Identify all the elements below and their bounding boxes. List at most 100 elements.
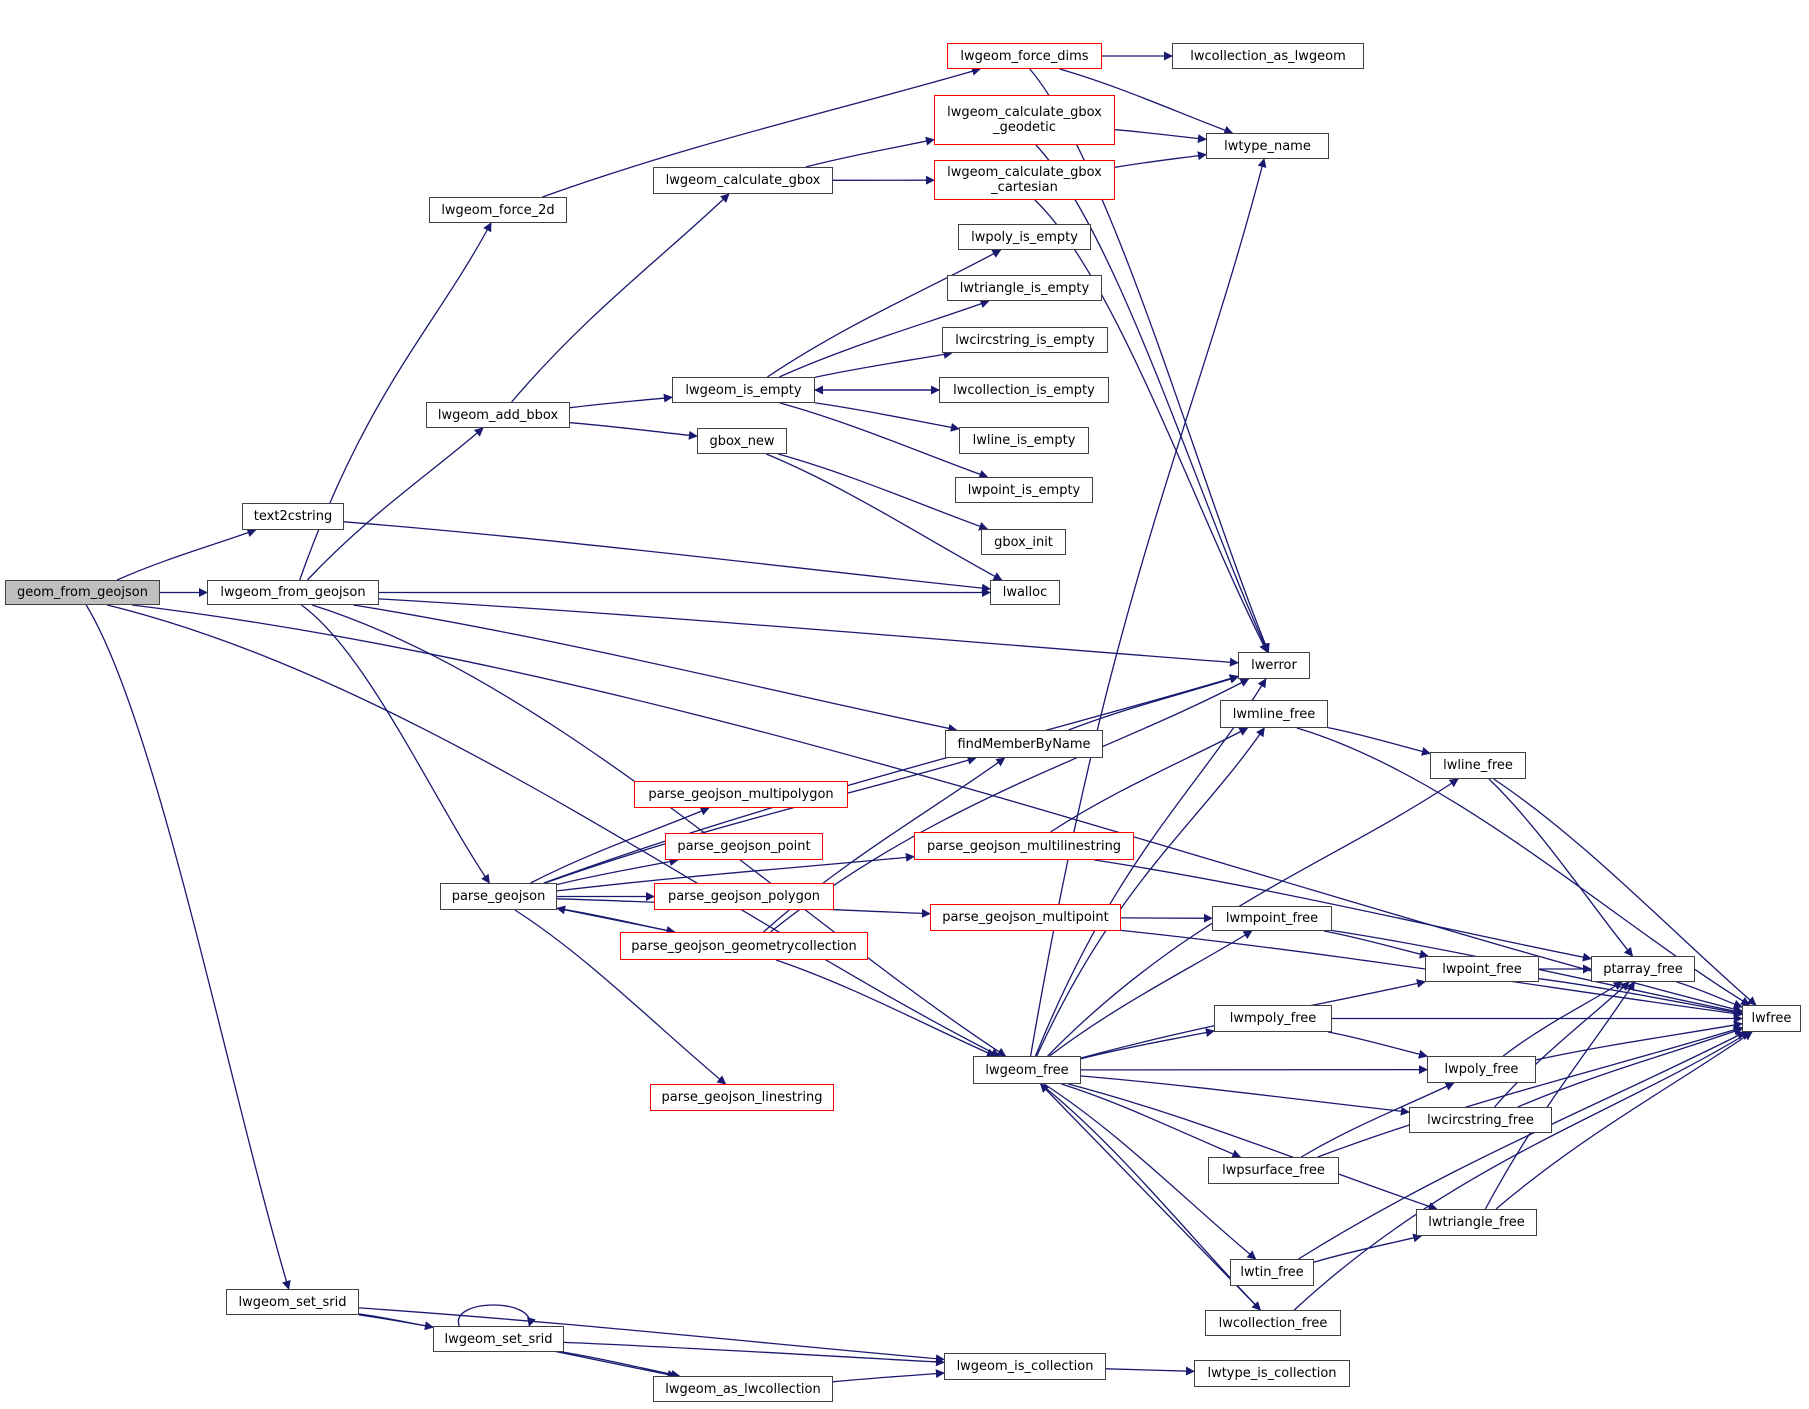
edge-gbox-new-to-lwalloc (766, 453, 1003, 581)
edge-lwgeom-calculate-gbox-geodetic-to-lwtype-name (1114, 129, 1207, 144)
node-ptarray-free[interactable]: ptarray_free (1591, 956, 1695, 982)
node-lwgeom-free[interactable]: lwgeom_free (973, 1056, 1081, 1084)
edge-parse-geojson-to-parse-geojson-multilinestring (556, 852, 915, 892)
edge-geom-from-geojson-to-lwgeom-set-srid (85, 604, 291, 1290)
node-lwmpoint-free[interactable]: lwmpoint_free (1212, 906, 1332, 931)
node-lwgeom-calculate-gbox-geodetic[interactable]: lwgeom_calculate_gbox _geodetic (934, 95, 1115, 145)
edge-lwgeom-from-geojson-to-findMemberByName (353, 604, 958, 733)
edge-lwpoly-free-to-lwfree (1535, 1020, 1743, 1061)
node-text2cstring[interactable]: text2cstring (242, 503, 344, 530)
edge-lwpoint-free-to-lwfree (1538, 978, 1743, 1017)
edge-lwgeom-set-srid-to-lwgeom-is-collection (358, 1307, 945, 1364)
node-lwpoly-is-empty[interactable]: lwpoly_is_empty (958, 224, 1091, 250)
node-lwgeom-calculate-gbox[interactable]: lwgeom_calculate_gbox (653, 167, 833, 194)
edge-geom-from-geojson-to-lwfree (132, 604, 1743, 1014)
edge-lwmpoint-free-to-lwfree (1331, 929, 1743, 1016)
edge-lwgeom-free-to-lwtype-name (1029, 158, 1267, 1057)
node-lwtriangle-free[interactable]: lwtriangle_free (1416, 1209, 1537, 1236)
edge-lwpsurface-free-to-lwfree (1317, 1025, 1743, 1158)
node-gbox-new[interactable]: gbox_new (697, 428, 787, 454)
node-lwcircstring-is-empty[interactable]: lwcircstring_is_empty (942, 327, 1108, 353)
node-parse-geojson-linestring[interactable]: parse_geojson_linestring (650, 1084, 834, 1111)
node-lwpoint-free[interactable]: lwpoint_free (1425, 956, 1539, 982)
edge-geom-from-geojson-to-lwgeom-free (107, 604, 1001, 1057)
edge-text2cstring-to-lwalloc (343, 521, 991, 593)
node-geom-from-geojson: geom_from_geojson (5, 580, 160, 605)
node-lwpsurface-free[interactable]: lwpsurface_free (1208, 1157, 1339, 1184)
edge-lwgeom-calculate-gbox-cartesian-to-lwerror (1034, 199, 1268, 653)
edge-parse-geojson-to-lwerror (543, 674, 1239, 884)
edge-lwgeom-from-geojson-to-lwerror (378, 598, 1239, 667)
node-lwtype-is-collection[interactable]: lwtype_is_collection (1194, 1360, 1350, 1387)
edge-parse-geojson-geometrycollection-to-lwerror (770, 678, 1250, 933)
node-parse-geojson-point[interactable]: parse_geojson_point (665, 833, 823, 860)
edge-lwgeom-free-to-lwtriangle-free (1068, 1083, 1438, 1211)
edge-lwmline-free-to-lwline-free (1327, 726, 1431, 756)
node-lwline-is-empty[interactable]: lwline_is_empty (959, 427, 1089, 454)
edge-lwgeom-force-2d-to-lwgeom-force-dims (542, 66, 981, 198)
edge-lwgeom-is-collection-to-lwtype-is-collection (1105, 1366, 1195, 1376)
node-lwtin-free[interactable]: lwtin_free (1230, 1259, 1314, 1286)
node-lwalloc[interactable]: lwalloc (990, 580, 1060, 605)
edge-lwmpoint-free-to-lwpoint-free (1323, 930, 1429, 959)
edge-gbox-new-to-gbox-init (778, 453, 989, 531)
node-lwtype-name[interactable]: lwtype_name (1206, 133, 1329, 159)
node-lwgeom-set-srid-2[interactable]: lwgeom_set_srid (433, 1326, 564, 1352)
edge-ptarray-free-to-lwfree (1676, 981, 1743, 1009)
edge-findMemberByName-to-lwerror (1068, 674, 1239, 731)
node-gbox-init[interactable]: gbox_init (981, 529, 1066, 555)
node-lwpoly-free[interactable]: lwpoly_free (1427, 1056, 1536, 1083)
edge-lwgeom-free-to-lwmpoly-free (1080, 1028, 1215, 1060)
edge-lwgeom-from-geojson-to-lwgeom-add-bbox (306, 427, 484, 581)
node-lwcollection-free[interactable]: lwcollection_free (1205, 1310, 1341, 1336)
edge-lwgeom-add-bbox-to-gbox-new (569, 422, 698, 440)
node-lwtriangle-is-empty[interactable]: lwtriangle_is_empty (947, 275, 1102, 301)
edge-lwgeom-free-to-lwpsurface-free (1061, 1083, 1242, 1159)
node-lwcircstring-free[interactable]: lwcircstring_free (1409, 1107, 1552, 1133)
node-parse-geojson-multipolygon[interactable]: parse_geojson_multipolygon (634, 781, 848, 808)
node-lwgeom-is-empty[interactable]: lwgeom_is_empty (672, 377, 815, 403)
edge-lwgeom-is-empty-to-lwpoint-is-empty (779, 402, 989, 479)
node-lwgeom-force-dims[interactable]: lwgeom_force_dims (947, 43, 1102, 69)
node-lwgeom-from-geojson[interactable]: lwgeom_from_geojson (207, 580, 379, 605)
node-lwgeom-as-lwcollection[interactable]: lwgeom_as_lwcollection (653, 1376, 833, 1402)
node-findMemberByName[interactable]: findMemberByName (945, 730, 1103, 758)
edge-lwpoly-free-to-ptarray-free (1502, 981, 1623, 1057)
edge-lwtin-free-to-lwfree (1298, 1031, 1746, 1260)
edge-parse-geojson-to-parse-geojson-multipolygon (530, 806, 710, 884)
node-lwfree[interactable]: lwfree (1742, 1005, 1801, 1032)
node-lwgeom-is-collection[interactable]: lwgeom_is_collection (944, 1353, 1106, 1380)
node-parse-geojson-multipoint[interactable]: parse_geojson_multipoint (930, 904, 1121, 931)
node-parse-geojson-polygon[interactable]: parse_geojson_polygon (654, 883, 834, 910)
edge-lwgeom-from-geojson-to-lwgeom-free (312, 604, 1007, 1057)
edge-lwgeom-is-empty-to-lwcircstring-is-empty (814, 349, 953, 378)
edge-lwgeom-is-empty-to-lwline-is-empty (814, 402, 960, 432)
node-lwmpoly-free[interactable]: lwmpoly_free (1214, 1005, 1332, 1032)
edge-lwcollection-free-to-lwfree (1293, 1031, 1751, 1311)
node-lwline-free[interactable]: lwline_free (1430, 752, 1526, 779)
edge-lwgeom-from-geojson-to-parse-geojson (301, 604, 490, 884)
edge-lwgeom-set-srid-2-to-lwgeom-set-srid-2 (457, 1304, 536, 1327)
edge-parse-geojson-geometrycollection-to-parse-geojson (556, 905, 675, 933)
node-lwgeom-set-srid[interactable]: lwgeom_set_srid (226, 1289, 359, 1315)
edge-lwgeom-free-to-lwline-free (1047, 778, 1459, 1057)
node-parse-geojson-geometrycollection[interactable]: parse_geojson_geometrycollection (620, 932, 868, 960)
node-lwgeom-calculate-gbox-cartesian[interactable]: lwgeom_calculate_gbox _cartesian (934, 160, 1115, 200)
edge-lwline-free-to-lwfree (1493, 778, 1757, 1006)
node-lwgeom-force-2d[interactable]: lwgeom_force_2d (429, 197, 567, 223)
edge-lwcircstring-free-to-ptarray-free (1494, 981, 1630, 1108)
node-lwcollection-is-empty[interactable]: lwcollection_is_empty (939, 377, 1109, 403)
node-parse-geojson-multilinestring[interactable]: parse_geojson_multilinestring (914, 832, 1134, 860)
edge-lwgeom-calculate-gbox-to-lwgeom-calculate-gbox-geodetic (805, 136, 935, 168)
node-lwpoint-is-empty[interactable]: lwpoint_is_empty (955, 477, 1093, 503)
node-lwcollection-as-lwgeom[interactable]: lwcollection_as_lwgeom (1172, 43, 1364, 69)
edge-lwgeom-free-to-lwmline-free (1036, 727, 1265, 1057)
edge-lwgeom-force-dims-to-lwtype-name (1059, 68, 1234, 135)
edge-lwgeom-free-to-lwmpoint-free (1049, 930, 1253, 1057)
edge-lwgeom-set-srid-2-to-lwgeom-is-collection (563, 1341, 945, 1367)
node-parse-geojson[interactable]: parse_geojson (440, 883, 557, 910)
node-lwmline-free[interactable]: lwmline_free (1220, 700, 1328, 728)
node-lwgeom-add-bbox[interactable]: lwgeom_add_bbox (426, 402, 570, 428)
node-lwerror[interactable]: lwerror (1238, 652, 1310, 679)
